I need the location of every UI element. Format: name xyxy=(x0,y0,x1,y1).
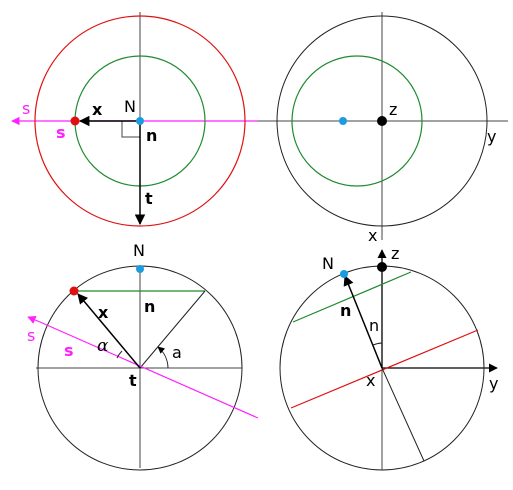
br-blue-point xyxy=(340,270,348,278)
bl-label-s-bold: s xyxy=(64,341,74,360)
bl-label-n: n xyxy=(144,297,155,316)
bl-a-arc xyxy=(157,346,169,369)
tr-green-circle xyxy=(291,55,423,187)
br-diagonal-line xyxy=(381,367,425,462)
br-label-n-bold: n xyxy=(340,301,351,320)
bl-label-t: t xyxy=(129,371,137,390)
tl-label-n: n xyxy=(146,126,157,145)
tr-blue-point xyxy=(339,117,347,125)
bl-label-x: x xyxy=(98,303,109,322)
tl-label-N: N xyxy=(124,97,136,116)
bl-s-line xyxy=(39,321,259,419)
tl-blue-point xyxy=(136,117,144,125)
bl-s-arrow xyxy=(27,316,41,324)
tr-label-y: y xyxy=(487,127,496,146)
tl-red-point xyxy=(70,116,80,126)
tr-black-point xyxy=(377,116,387,126)
br-label-z: z xyxy=(391,244,399,263)
br-label-N: N xyxy=(322,254,334,273)
br-red-chord xyxy=(290,329,479,409)
tl-label-s-small: s xyxy=(22,99,30,118)
bl-label-a: a xyxy=(172,343,182,362)
bl-label-alpha: α xyxy=(97,336,109,356)
br-green-chord xyxy=(292,271,412,323)
tl-right-angle-mark xyxy=(121,121,140,138)
br-label-n-angle: n xyxy=(369,316,379,335)
tr-outer-circle xyxy=(276,15,488,227)
br-black-point xyxy=(377,262,387,272)
bl-label-N: N xyxy=(133,241,145,260)
tl-red-circle xyxy=(34,15,246,227)
bl-cone-line xyxy=(139,290,206,369)
bl-red-point xyxy=(69,286,79,296)
panel-bottom-right: N z x n n x y xyxy=(279,226,498,471)
br-label-x-top: x xyxy=(368,226,377,245)
panel-bottom-left: N x n s s α a t xyxy=(27,241,259,471)
br-label-x: x xyxy=(366,371,375,390)
panel-top-left: s s x N n t xyxy=(11,12,258,227)
bl-blue-point xyxy=(136,265,144,273)
tl-label-s-bold: s xyxy=(56,123,66,142)
tl-label-t: t xyxy=(145,189,153,208)
panel-top-right: z y xyxy=(258,12,508,240)
bl-x-vector xyxy=(77,293,141,369)
br-n-vector xyxy=(343,275,383,369)
tr-label-z: z xyxy=(389,100,397,119)
br-angle-arc xyxy=(372,342,383,346)
bl-label-s-small: s xyxy=(27,326,35,345)
bl-alpha-arc xyxy=(116,350,123,359)
br-label-y: y xyxy=(489,374,498,393)
tl-label-x: x xyxy=(92,100,103,119)
